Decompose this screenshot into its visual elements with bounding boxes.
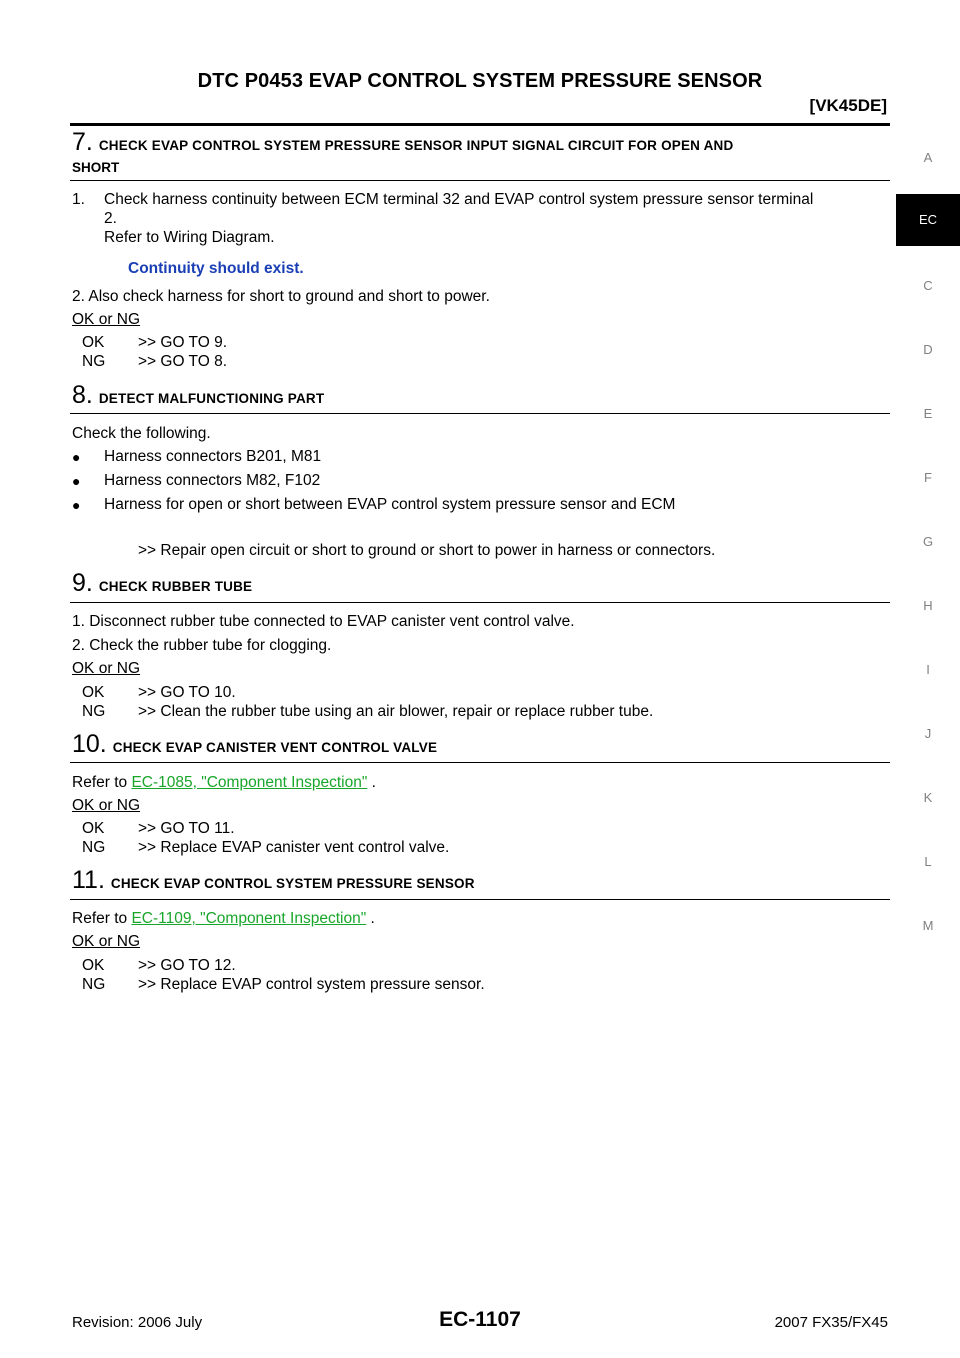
ng-label: NG [82, 839, 106, 856]
ok-result: >> GO TO 12. [138, 957, 236, 974]
step-instruction: 1. Disconnect rubber tube connected to E… [72, 613, 575, 630]
list-item: Harness for open or short between EVAP c… [104, 496, 676, 513]
ok-or-ng-label: OK or NG [72, 933, 141, 950]
step-instruction: 2. Also check harness for short to groun… [72, 288, 490, 305]
ok-or-ng-label: OK or NG [72, 660, 141, 677]
ng-result: >> Replace EVAP canister vent control va… [138, 839, 450, 856]
bullet-icon: ● [72, 449, 81, 465]
step-title: CHECK EVAP CONTROL SYSTEM PRESSURE SENSO… [98, 138, 734, 153]
side-tab-m[interactable]: M [922, 918, 934, 933]
ok-or-ng-label: OK or NG [72, 797, 141, 814]
model-name: 2007 FX35/FX45 [774, 1314, 888, 1331]
side-tab-j[interactable]: J [924, 726, 932, 741]
ok-label: OK [82, 684, 105, 701]
step-title: CHECK EVAP CONTROL SYSTEM PRESSURE SENSO… [110, 876, 475, 891]
step-number: 9. [72, 569, 93, 597]
step-title: DETECT MALFUNCTIONING PART [98, 391, 325, 406]
step-7-heading: 7. CHECK EVAP CONTROL SYSTEM PRESSURE SEN… [72, 128, 890, 157]
step-title: CHECK RUBBER TUBE [98, 579, 253, 594]
side-tab-k[interactable]: K [923, 790, 933, 805]
side-tab-g[interactable]: G [922, 534, 934, 549]
side-tab-i[interactable]: I [926, 662, 930, 677]
ng-result: >> GO TO 8. [138, 353, 228, 370]
step-intro: Check the following. [72, 425, 211, 442]
ok-result: >> GO TO 11. [138, 820, 235, 837]
step-number: 8. [72, 381, 93, 409]
ng-label: NG [82, 703, 106, 720]
step-instruction-continued: 2. [104, 210, 117, 227]
engine-code: [VK45DE] [809, 96, 887, 115]
side-tab-ec[interactable]: EC [896, 194, 960, 246]
step-title: CHECK EVAP CANISTER VENT CONTROL VALVE [112, 740, 438, 755]
step-rule [70, 602, 890, 603]
step-number: 7. [72, 128, 93, 156]
refer-line: Refer to EC-1109, "Component Inspection"… [72, 909, 375, 929]
step-rule [70, 762, 890, 763]
refer-label: Refer to [72, 774, 128, 791]
page-number: EC-1107 [439, 1308, 521, 1331]
revision-date: Revision: 2006 July [72, 1314, 203, 1331]
refer-line: Refer to EC-1085, "Component Inspection"… [72, 773, 376, 793]
bullet-icon: ● [72, 473, 81, 489]
step-instruction: Check harness continuity between ECM ter… [104, 191, 814, 208]
step-10-heading: 10. CHECK EVAP CANISTER VENT CONTROL VALV… [72, 730, 890, 759]
side-tab-c[interactable]: C [923, 278, 933, 293]
step-number: 10. [72, 730, 107, 758]
step-9-heading: 9. CHECK RUBBER TUBE [72, 569, 890, 598]
step-instruction-note: Refer to Wiring Diagram. [104, 229, 275, 246]
ng-result: >> Replace EVAP control system pressure … [138, 976, 485, 993]
page-title: DTC P0453 EVAP CONTROL SYSTEM PRESSURE S… [197, 70, 763, 92]
step-title-continued: SHORT [72, 160, 120, 175]
component-inspection-link[interactable]: EC-1109, "Component Inspection" [131, 910, 367, 927]
step-rule [70, 180, 890, 181]
side-tab-a[interactable]: A [923, 150, 933, 165]
ok-result: >> GO TO 10. [138, 684, 236, 701]
period: . [370, 910, 375, 927]
ok-result: >> GO TO 9. [138, 334, 228, 351]
step-8-heading: 8. DETECT MALFUNCTIONING PART [72, 381, 890, 410]
ng-label: NG [82, 976, 106, 993]
list-item: Harness connectors B201, M81 [104, 448, 322, 465]
step-instruction-number: 1. [72, 191, 85, 208]
step-11-heading: 11. CHECK EVAP CONTROL SYSTEM PRESSURE SE… [72, 866, 890, 895]
bullet-icon: ● [72, 497, 81, 513]
header-rule [70, 123, 890, 126]
ng-result: >> Clean the rubber tube using an air bl… [138, 703, 654, 720]
period: . [371, 774, 376, 791]
ok-label: OK [82, 334, 105, 351]
list-item: Harness connectors M82, F102 [104, 472, 321, 489]
side-tab-h[interactable]: H [923, 598, 933, 613]
step-rule [70, 413, 890, 414]
step-result: >> Repair open circuit or short to groun… [138, 542, 716, 559]
ok-or-ng-label: OK or NG [72, 311, 141, 328]
step-number: 11. [72, 866, 105, 894]
ok-label: OK [82, 957, 105, 974]
side-tab-d[interactable]: D [923, 342, 933, 357]
refer-label: Refer to [72, 910, 128, 927]
step-instruction: 2. Check the rubber tube for clogging. [72, 637, 332, 654]
step-rule [70, 899, 890, 900]
component-inspection-link[interactable]: EC-1085, "Component Inspection" [131, 774, 368, 791]
ok-label: OK [82, 820, 105, 837]
spec-value: Continuity should exist. [128, 260, 304, 277]
side-tab-l[interactable]: L [924, 854, 932, 869]
ng-label: NG [82, 353, 106, 370]
side-tab-f[interactable]: F [924, 470, 932, 485]
side-tab-e[interactable]: E [923, 406, 933, 421]
